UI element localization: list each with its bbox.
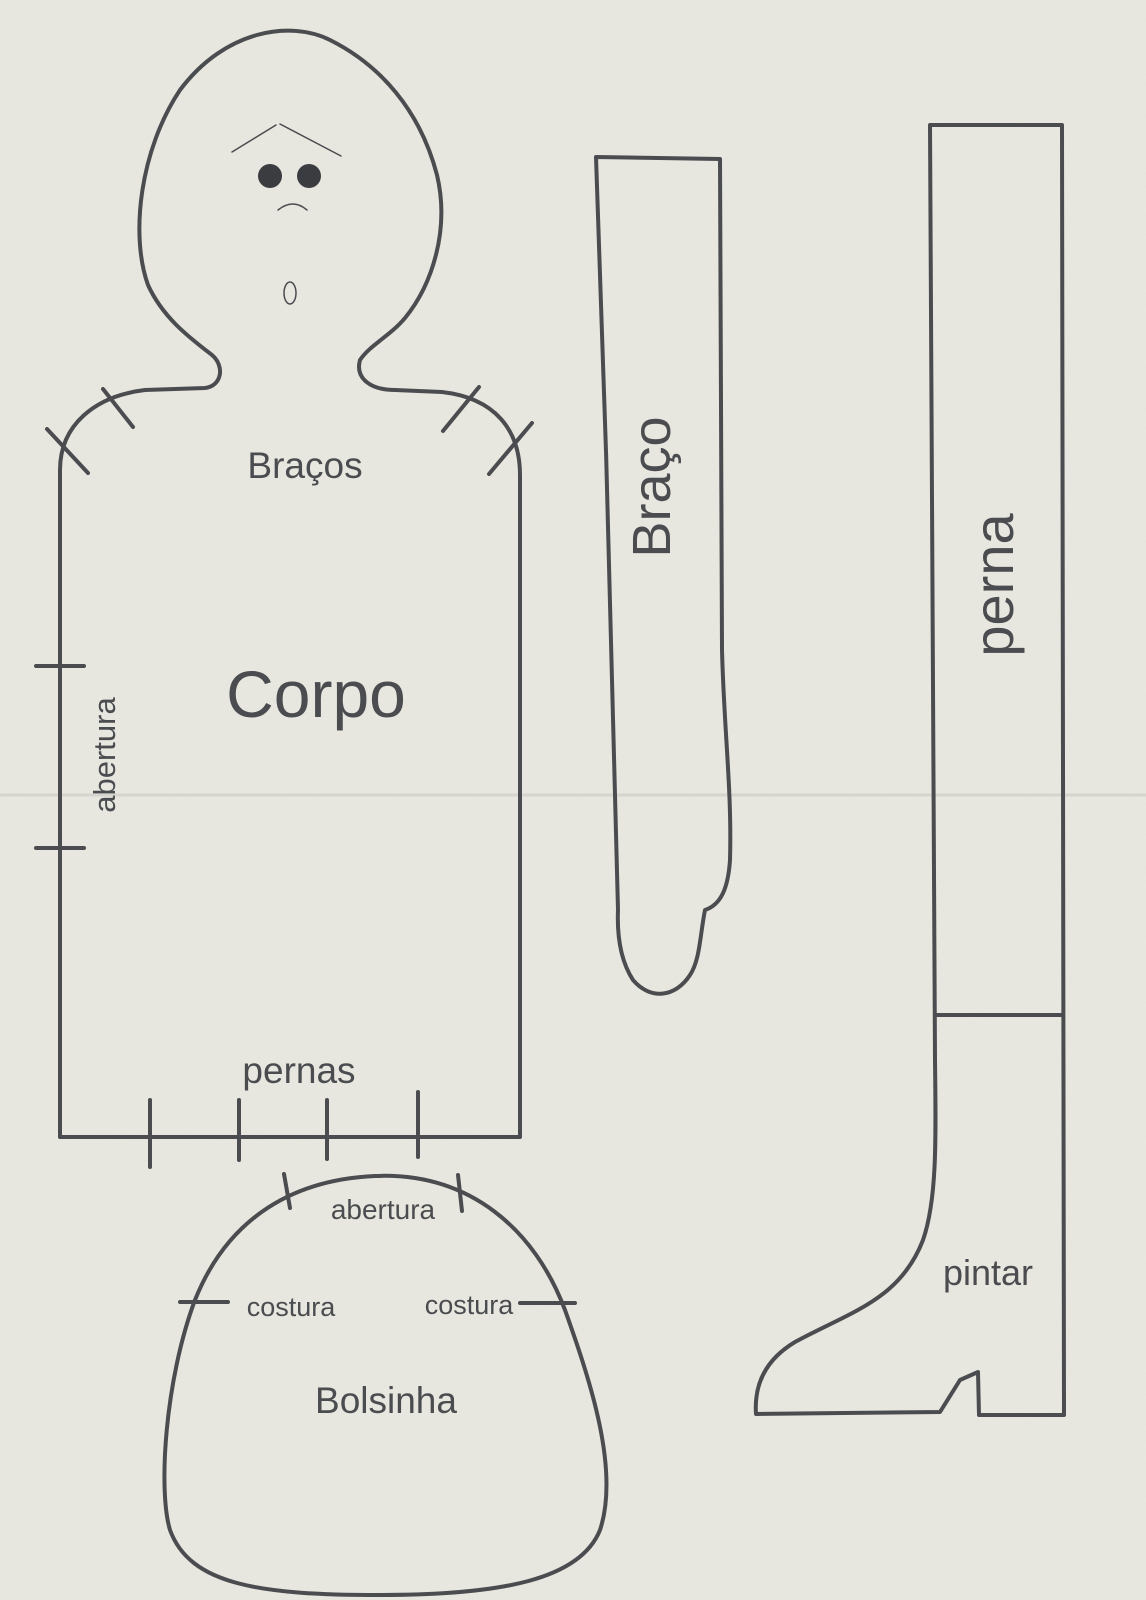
pouch-seam-left-label: costura	[247, 1292, 337, 1322]
eye-left	[258, 164, 282, 188]
pouch-title: Bolsinha	[315, 1380, 457, 1421]
body-piece: Braços Corpo abertura pernas	[34, 28, 534, 1169]
leg-outline	[753, 123, 1066, 1417]
face	[231, 123, 342, 305]
arm-outline	[594, 155, 733, 996]
body-bottom-label: pernas	[242, 1050, 355, 1091]
arm-marks	[45, 385, 534, 476]
leg-piece: perna pintar	[753, 123, 1066, 1417]
eye-right	[297, 164, 321, 188]
body-title: Corpo	[226, 657, 406, 731]
arm-piece: Braço	[594, 155, 733, 996]
pouch-opening-label: abertura	[331, 1194, 436, 1225]
opening-marks	[34, 664, 86, 850]
pouch-piece: abertura costura costura Bolsinha	[162, 1172, 609, 1597]
brow-right	[279, 123, 342, 157]
nose	[283, 281, 297, 305]
body-outline	[58, 28, 522, 1139]
leg-marks	[148, 1090, 420, 1169]
pouch-opening-mark-left	[282, 1172, 292, 1210]
body-side-label: abertura	[87, 697, 122, 813]
mouth	[277, 203, 308, 211]
boot-label: pintar	[943, 1252, 1033, 1293]
pouch-opening-mark-right	[456, 1173, 464, 1213]
leg-title: perna	[962, 513, 1025, 657]
brow-left	[231, 124, 277, 153]
pouch-seam-right-label: costura	[425, 1290, 515, 1320]
body-top-label: Braços	[247, 445, 362, 486]
arm-title: Braço	[622, 416, 682, 557]
